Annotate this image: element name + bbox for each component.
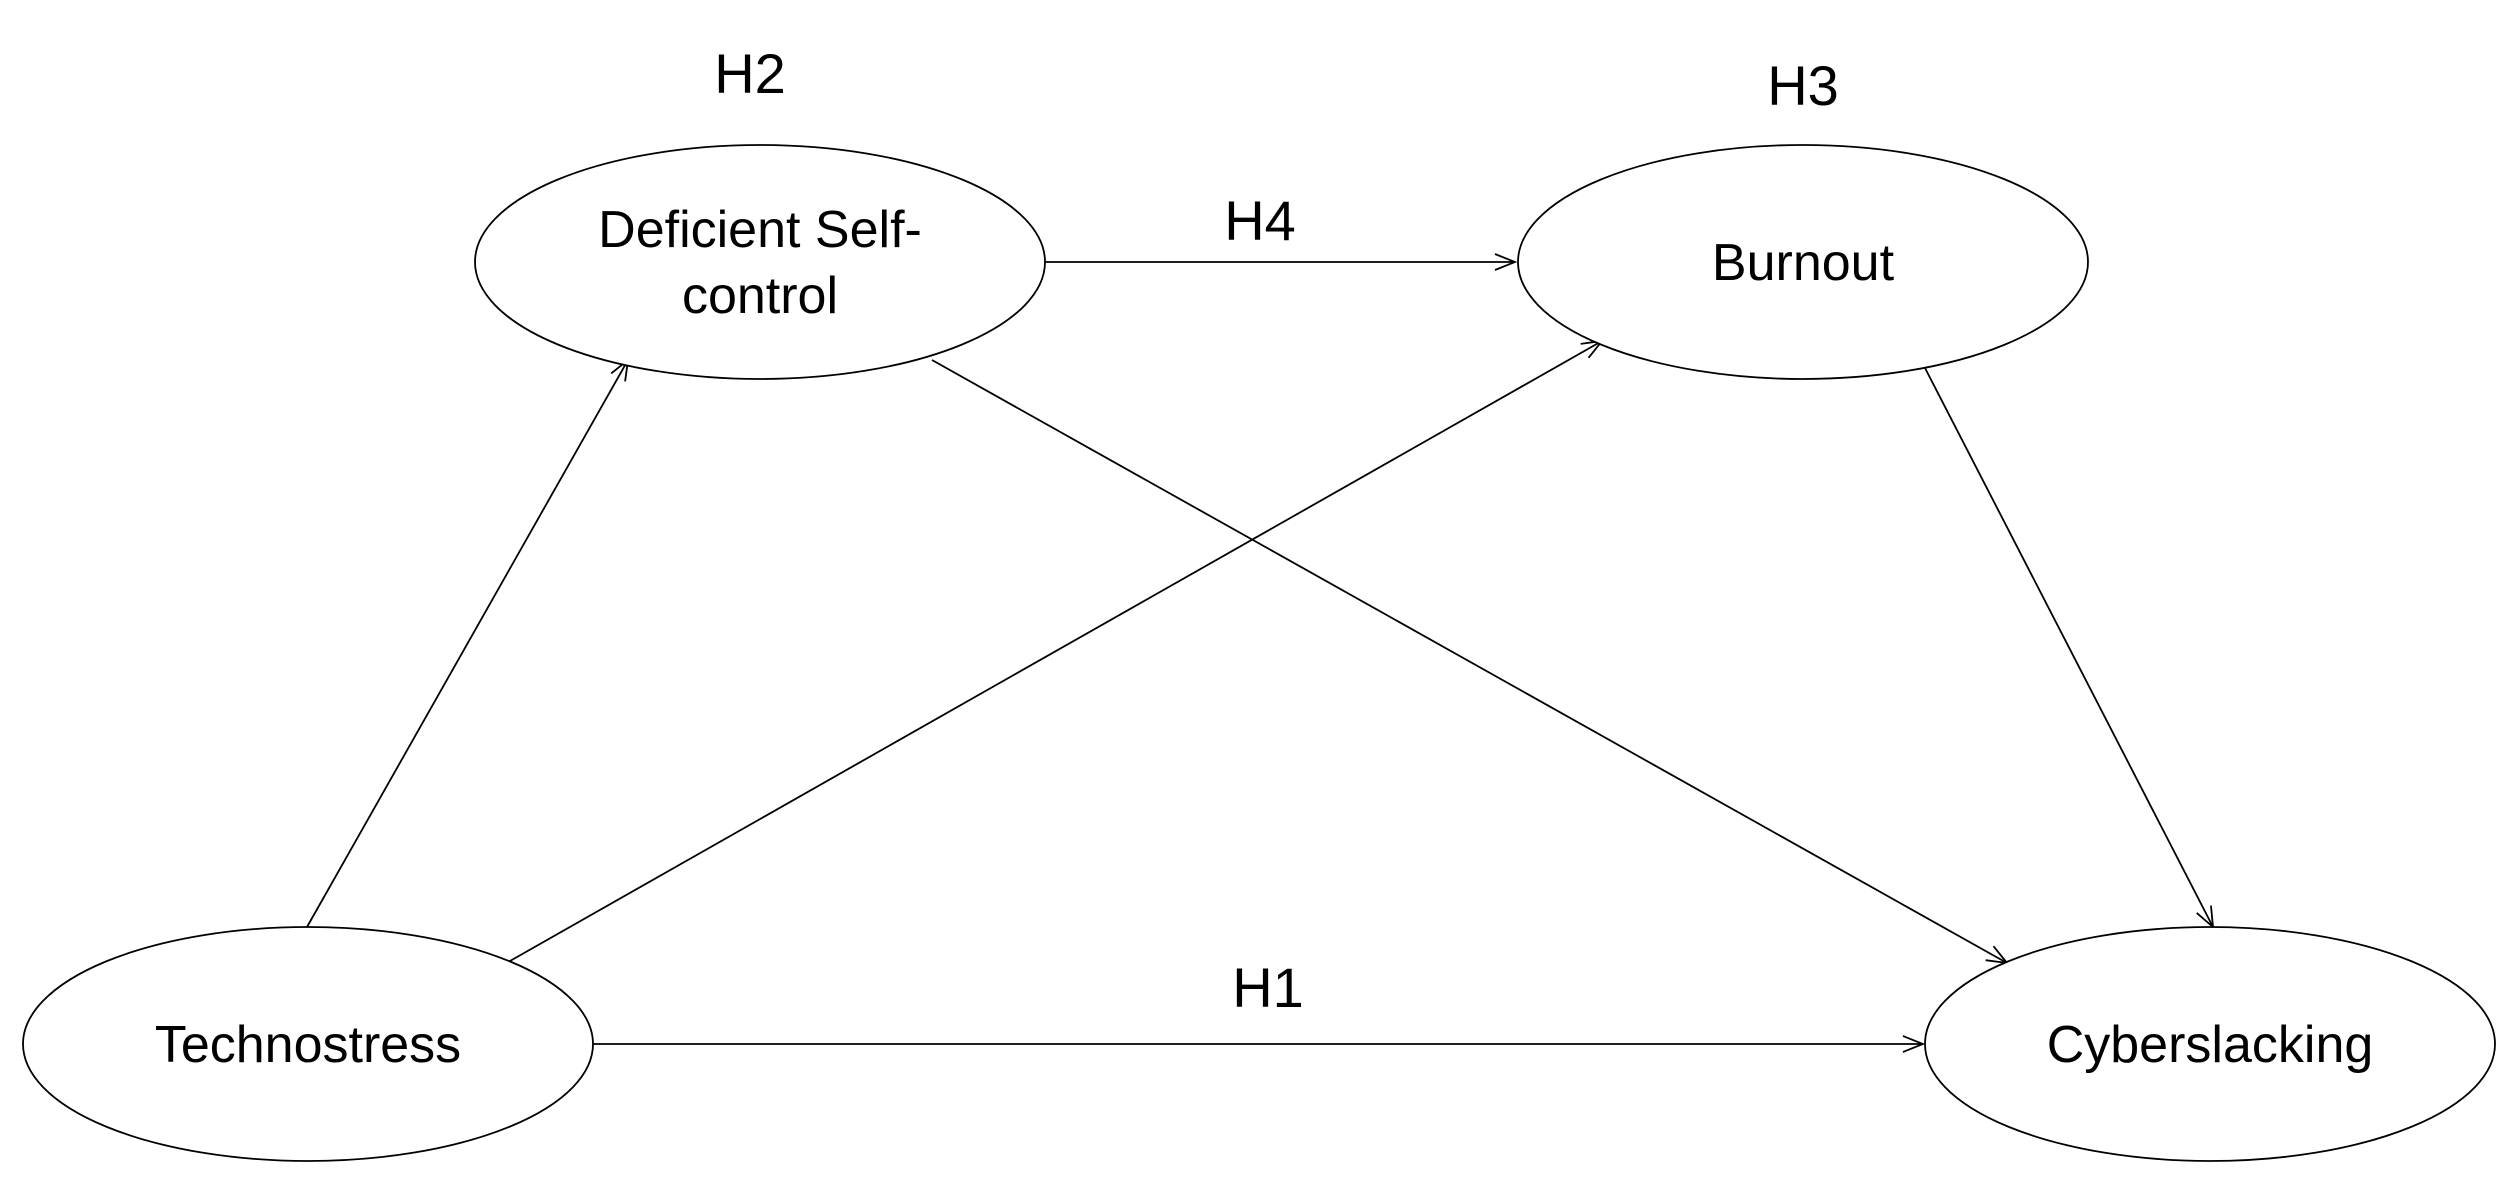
node-burnout-label: Burnout bbox=[1712, 234, 1895, 292]
edge-burnout-to-cyberslacking bbox=[1924, 367, 2213, 927]
edge-deficient-self-control-to-cyberslacking bbox=[931, 359, 2007, 963]
node-deficient-self-control: Deficient Self- control bbox=[474, 144, 1046, 380]
node-deficient-self-control-label-line2: control bbox=[682, 267, 838, 325]
hypothesis-label-h3: H3 bbox=[1767, 54, 1839, 117]
hypothesis-label-h4: H4 bbox=[1224, 189, 1296, 252]
hypothesis-label-h1: H1 bbox=[1232, 956, 1304, 1019]
node-technostress-label: Technostress bbox=[155, 1016, 461, 1074]
edge-technostress-to-deficient-self-control bbox=[306, 360, 628, 928]
node-burnout: Burnout bbox=[1517, 144, 2089, 380]
hypothesis-label-h2: H2 bbox=[714, 42, 786, 105]
node-technostress: Technostress bbox=[22, 926, 594, 1162]
node-deficient-self-control-label-line1: Deficient Self- bbox=[598, 201, 922, 259]
node-cyberslacking-label: Cyberslacking bbox=[2047, 1016, 2374, 1074]
edge-technostress-to-burnout bbox=[509, 341, 1602, 962]
node-cyberslacking: Cyberslacking bbox=[1924, 926, 2496, 1162]
